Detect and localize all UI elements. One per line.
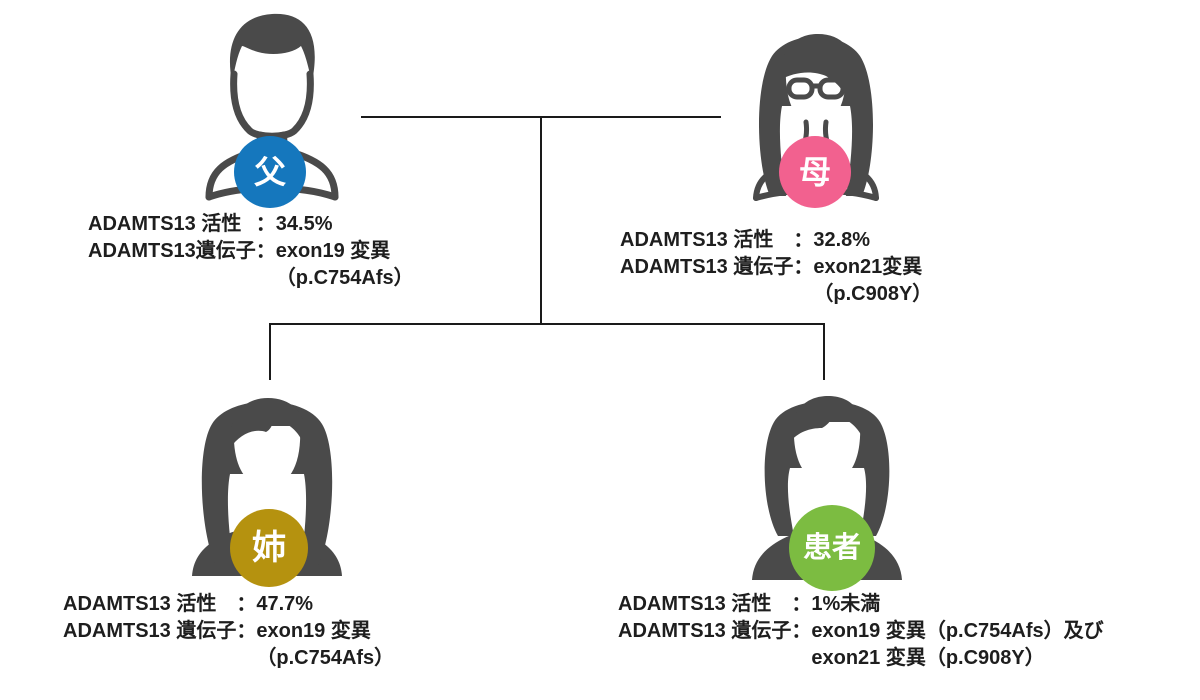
gene-value-line: exon19 変異（p.C754Afs）及び — [811, 620, 1104, 642]
father-badge-label: 父 — [253, 154, 286, 190]
mother-info: ADAMTS13 活性 ： 32.8% ADAMTS13 遺伝子 ： exon2… — [620, 227, 932, 308]
activity-value: 34.5% — [275, 213, 333, 235]
connector-sister-vertical — [269, 323, 271, 380]
gene-value-line: exon21 変異（p.C908Y） — [811, 647, 1045, 669]
gene-value-line: （p.C908Y） — [813, 283, 933, 305]
colon-separator: ： — [236, 620, 257, 642]
gene-label: ADAMTS13 遺伝子 — [618, 620, 792, 642]
activity-value: 32.8% — [813, 229, 871, 251]
gene-value-line: exon19 変異 — [256, 620, 371, 642]
sister-badge: 姉 — [230, 509, 308, 587]
colon-separator: ： — [793, 256, 814, 278]
gene-value-line: （p.C754Afs） — [275, 267, 414, 289]
colon-separator: ： — [236, 593, 257, 615]
colon-separator: ： — [791, 620, 812, 642]
colon-separator: ： — [255, 240, 276, 262]
gene-label: ADAMTS13 遺伝子 — [620, 256, 794, 278]
connector-patient-vertical — [823, 323, 825, 380]
colon-separator: ： — [791, 593, 812, 615]
connector-siblings-horizontal — [269, 323, 825, 325]
mother-badge-label: 母 — [798, 154, 831, 190]
father-badge: 父 — [234, 136, 306, 208]
gene-label: ADAMTS13 遺伝子 — [63, 620, 237, 642]
sister-info: ADAMTS13 活性 ： 47.7% ADAMTS13 遺伝子 ： exon1… — [63, 591, 394, 672]
mother-badge: 母 — [779, 136, 851, 208]
connector-parents-vertical — [540, 116, 542, 325]
father-info: ADAMTS13 活性 ： 34.5% ADAMTS13遺伝子 ： exon19… — [88, 211, 414, 292]
colon-separator: ： — [255, 213, 276, 235]
patient-badge: 患者 — [789, 505, 875, 591]
gene-value-line: exon21変異 — [813, 256, 923, 278]
activity-value: 47.7% — [256, 593, 314, 615]
gene-value-line: （p.C754Afs） — [256, 647, 395, 669]
gene-value-line: exon19 変異 — [275, 240, 391, 262]
patient-info: ADAMTS13 活性 ： 1%未満 ADAMTS13 遺伝子 ： exon19… — [618, 591, 1104, 672]
activity-label: ADAMTS13 活性 — [620, 229, 774, 251]
activity-label: ADAMTS13 活性 — [63, 593, 217, 615]
activity-label: ADAMTS13 活性 — [88, 213, 242, 235]
sister-badge-label: 姉 — [252, 529, 286, 567]
patient-badge-label: 患者 — [802, 531, 861, 564]
activity-label: ADAMTS13 活性 — [618, 593, 772, 615]
activity-value: 1%未満 — [811, 593, 881, 615]
gene-label: ADAMTS13遺伝子 — [88, 240, 256, 262]
colon-separator: ： — [793, 229, 814, 251]
